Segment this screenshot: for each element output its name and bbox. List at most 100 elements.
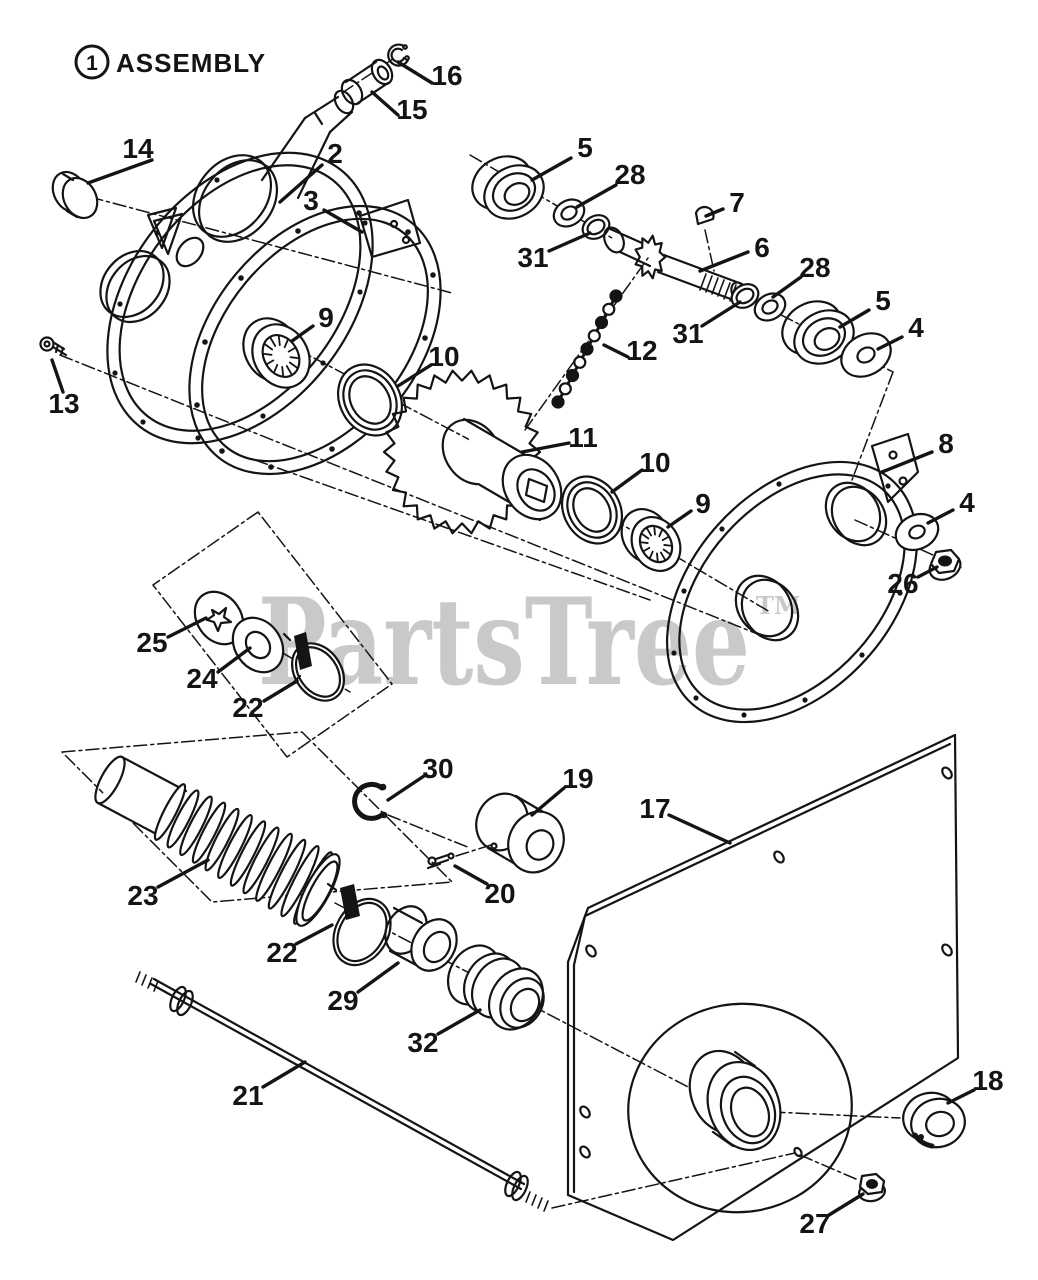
part-number-26: 26 xyxy=(887,568,918,599)
leader-line-27 xyxy=(827,1192,865,1217)
bearing-18 xyxy=(902,1091,966,1149)
rod-thread-right xyxy=(525,1191,549,1212)
seal-10-right xyxy=(560,475,624,545)
key-7 xyxy=(694,205,715,226)
leader-line-22 xyxy=(262,679,299,703)
leader-line-5 xyxy=(838,308,871,329)
snap-ring-30 xyxy=(352,781,388,821)
leader-line-22 xyxy=(294,923,334,946)
sprocket xyxy=(382,369,542,535)
part-number-7: 7 xyxy=(729,187,745,218)
part-number-9: 9 xyxy=(695,488,711,519)
part-number-5: 5 xyxy=(577,132,593,163)
chain-12 xyxy=(551,289,623,409)
part-number-28: 28 xyxy=(614,159,645,190)
leader-line-2 xyxy=(278,163,324,204)
leader-line-31 xyxy=(547,231,592,253)
assembly-title: 1 ASSEMBLY xyxy=(74,44,265,80)
gasket-bolt-dots xyxy=(194,210,436,470)
title-index: 1 xyxy=(86,52,98,75)
leader-line-28 xyxy=(575,183,618,209)
bearing-5-right xyxy=(781,300,855,365)
part-number-19: 19 xyxy=(562,763,593,794)
leader-line-4 xyxy=(876,335,904,351)
leader-line-16 xyxy=(396,60,434,85)
leader-line-12 xyxy=(602,343,630,359)
washer-28-right xyxy=(753,292,787,322)
boot-23 xyxy=(94,755,341,927)
nut-27 xyxy=(858,1172,886,1203)
leader-line-10 xyxy=(610,468,644,494)
clamp-22-lower xyxy=(326,882,392,967)
leader-line-9 xyxy=(290,324,315,343)
ring-31-right xyxy=(730,283,760,309)
bushing-29 xyxy=(384,905,458,972)
lock-washer-25 xyxy=(193,590,245,646)
leader-line-20 xyxy=(453,864,489,886)
part-number-4: 4 xyxy=(959,487,975,518)
leader-line-26 xyxy=(916,565,939,579)
part-number-22: 22 xyxy=(266,937,297,968)
bearing-9-right xyxy=(620,508,682,572)
leader-line-11 xyxy=(520,441,571,454)
leader-line-23 xyxy=(156,858,210,889)
rod-21 xyxy=(135,971,549,1212)
leader-line-3 xyxy=(322,208,364,234)
cover-left-bolt-dots xyxy=(112,177,368,441)
part-number-16: 16 xyxy=(431,60,462,91)
part-number-30: 30 xyxy=(422,753,453,784)
leader-line-31 xyxy=(700,300,742,328)
part-number-24: 24 xyxy=(186,663,218,694)
leader-line-28 xyxy=(771,275,803,299)
part-number-18: 18 xyxy=(972,1065,1003,1096)
leader-line-13 xyxy=(50,358,65,394)
part-number-2: 2 xyxy=(327,138,343,169)
leader-line-30 xyxy=(386,774,426,802)
cap-plug-14 xyxy=(51,170,99,220)
leader-line-8 xyxy=(880,450,934,474)
leader-line-7 xyxy=(704,207,725,218)
hub-square-bore xyxy=(524,477,549,504)
panel-hub xyxy=(688,1049,782,1152)
leader-line-19 xyxy=(530,786,566,817)
part-number-9: 9 xyxy=(318,302,334,333)
part-number-32: 32 xyxy=(407,1027,438,1058)
part-number-23: 23 xyxy=(127,880,158,911)
part-number-22: 22 xyxy=(232,692,263,723)
leader-line-10 xyxy=(396,363,433,388)
part-number-12: 12 xyxy=(626,335,657,366)
part-number-15: 15 xyxy=(396,94,427,125)
leader-line-29 xyxy=(356,961,400,994)
cover-plate-left xyxy=(99,89,374,445)
part-number-8: 8 xyxy=(938,428,954,459)
leader-line-5 xyxy=(530,156,573,182)
leader-line-32 xyxy=(436,1008,482,1036)
part-number-11: 11 xyxy=(568,422,598,453)
part-number-17: 17 xyxy=(639,793,670,824)
part-number-29: 29 xyxy=(327,985,358,1016)
spacer-15 xyxy=(340,58,394,106)
leader-line-4 xyxy=(926,508,955,525)
part-number-21: 21 xyxy=(232,1080,263,1111)
panel-holes xyxy=(579,766,953,1159)
bushing-assembly-32 xyxy=(446,944,545,1031)
part-number-13: 13 xyxy=(48,388,79,419)
hub-11 xyxy=(441,417,563,522)
washer-4-lower xyxy=(894,512,940,552)
leader-line-18 xyxy=(946,1088,976,1105)
panel-opening xyxy=(627,1002,853,1214)
roller-19 xyxy=(475,792,565,874)
part-number-4: 4 xyxy=(908,312,924,343)
grease-fitting-20 xyxy=(426,852,455,870)
panel-17 xyxy=(566,733,960,1242)
bolt-13 xyxy=(39,336,68,357)
leader-line-14 xyxy=(86,158,154,185)
part-number-31: 31 xyxy=(517,242,548,273)
watermark-tm: TM xyxy=(756,591,800,620)
part-number-10: 10 xyxy=(428,341,459,372)
part-number-14: 14 xyxy=(122,133,154,164)
bearing-9-left xyxy=(242,317,311,389)
